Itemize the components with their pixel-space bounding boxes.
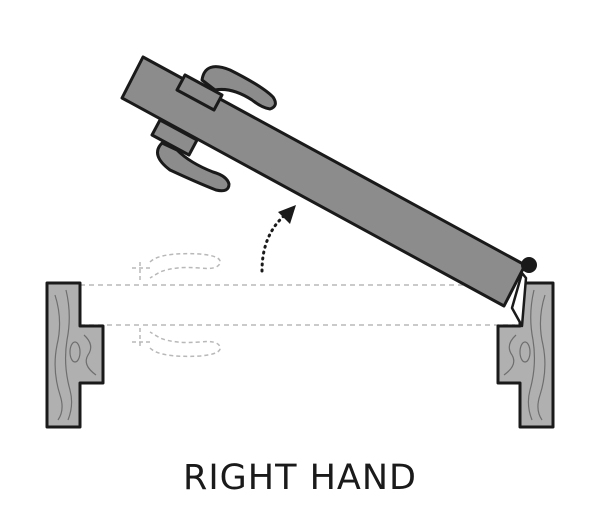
hinge-pin-icon	[521, 257, 537, 273]
closed-door-ghost	[80, 252, 515, 358]
dotted-curved-arrow-icon	[260, 205, 296, 273]
handing-caption: RIGHT HAND	[183, 458, 417, 498]
right-door-jamb	[496, 281, 555, 429]
ghost-lever-bottom-icon	[132, 328, 221, 358]
lever-handle-bottom-icon	[150, 118, 231, 193]
lever-handle-top-icon	[175, 65, 277, 112]
left-door-jamb	[45, 281, 105, 429]
open-door-leaf	[120, 55, 528, 328]
ghost-lever-top-icon	[132, 252, 221, 282]
